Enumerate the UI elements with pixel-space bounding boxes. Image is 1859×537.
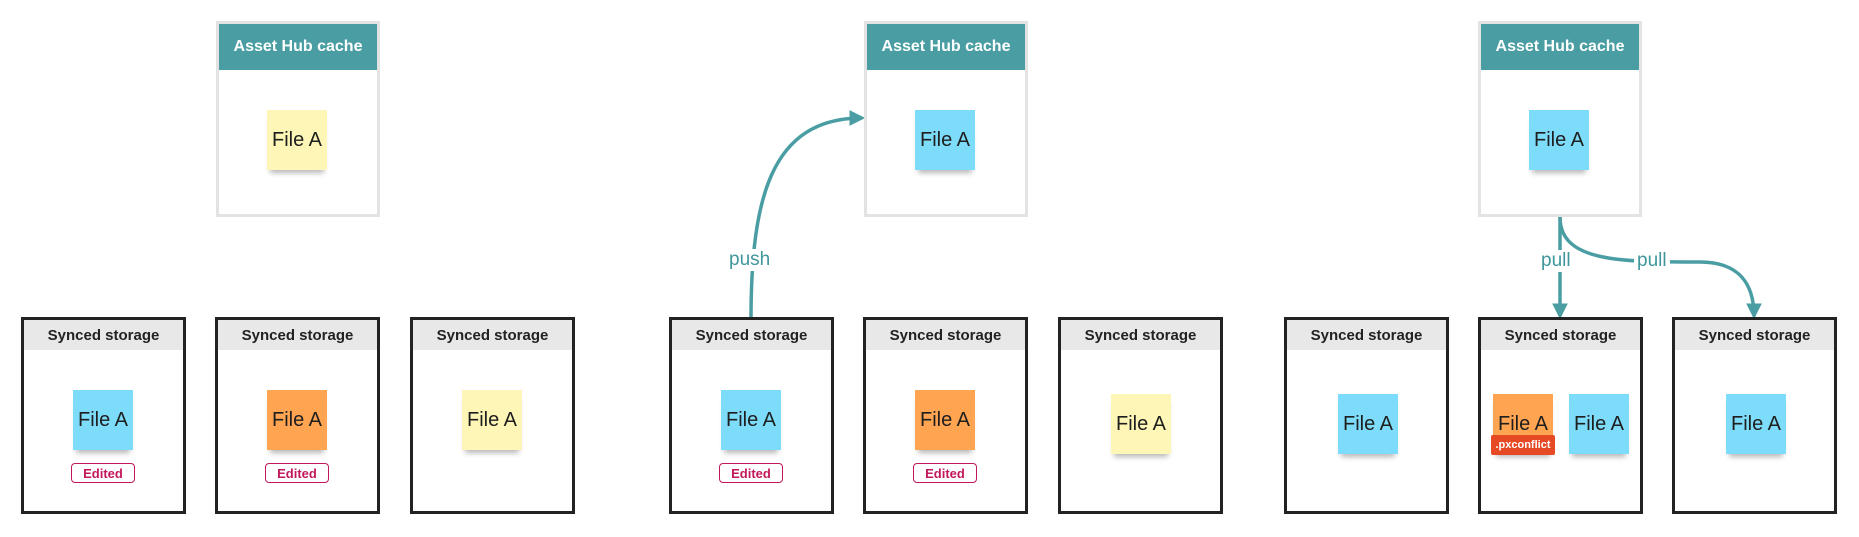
edited-badge: Edited (265, 463, 329, 483)
file-note: File A (1569, 394, 1629, 454)
synced-storage-9: Synced storage File A (1672, 317, 1837, 514)
synced-storage-5: Synced storage File A Edited (863, 317, 1028, 514)
file-note: File A (1111, 394, 1171, 454)
hub-cache-1: Asset Hub cache File A (216, 21, 380, 217)
hub-cache-title: Asset Hub cache (867, 24, 1025, 70)
storage-title: Synced storage (1287, 320, 1446, 350)
synced-storage-6: Synced storage File A (1058, 317, 1223, 514)
synced-storage-1: Synced storage File A Edited (21, 317, 186, 514)
hub-cache-3: Asset Hub cache File A (1478, 21, 1642, 217)
file-note: File A (1529, 110, 1589, 170)
storage-title: Synced storage (672, 320, 831, 350)
hub-cache-title: Asset Hub cache (219, 24, 377, 70)
push-arrow (749, 110, 866, 321)
file-note: File A (721, 390, 781, 450)
synced-storage-3: Synced storage File A (410, 317, 575, 514)
push-label: push (726, 249, 774, 271)
synced-storage-7: Synced storage File A (1284, 317, 1449, 514)
synced-storage-2: Synced storage File A Edited (215, 317, 380, 514)
edited-badge: Edited (719, 463, 783, 483)
file-note: File A (915, 390, 975, 450)
conflict-badge: .pxconflict (1491, 435, 1555, 455)
hub-cache-2: Asset Hub cache File A (864, 21, 1028, 217)
storage-title: Synced storage (866, 320, 1025, 350)
file-note: File A (73, 390, 133, 450)
storage-title: Synced storage (24, 320, 183, 350)
synced-storage-4: Synced storage File A Edited (669, 317, 834, 514)
storage-title: Synced storage (1061, 320, 1220, 350)
file-note: File A (462, 390, 522, 450)
storage-title: Synced storage (413, 320, 572, 350)
hub-cache-title: Asset Hub cache (1481, 24, 1639, 70)
edited-badge: Edited (913, 463, 977, 483)
file-note: File A (915, 110, 975, 170)
pull-label-right: pull (1634, 250, 1670, 272)
file-note: File A (267, 110, 327, 170)
storage-title: Synced storage (218, 320, 377, 350)
pull-arrow-right (1558, 216, 1762, 320)
storage-title: Synced storage (1481, 320, 1640, 350)
storage-title: Synced storage (1675, 320, 1834, 350)
file-note: File A (1726, 394, 1786, 454)
edited-badge: Edited (71, 463, 135, 483)
synced-storage-8: Synced storage File A .pxconflict File A (1478, 317, 1643, 514)
pull-label-down: pull (1538, 250, 1574, 272)
file-note: File A (1338, 394, 1398, 454)
file-note: File A (267, 390, 327, 450)
